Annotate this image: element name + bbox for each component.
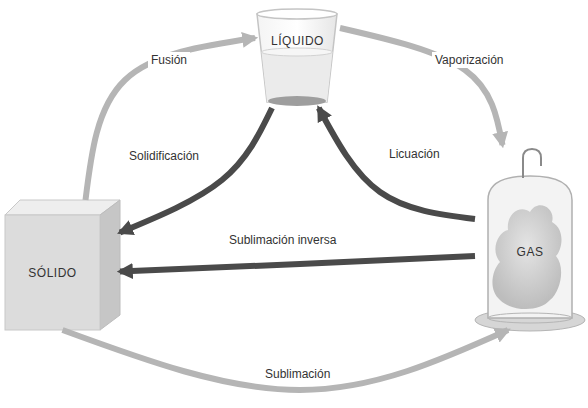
state-change-arrow [120,108,272,233]
state-name: SÓLIDO [5,266,100,280]
gas-jar [475,149,585,331]
process-label: Sublimación inversa [226,232,339,248]
state-change-arrow [340,28,503,145]
process-label: Licuación [386,146,443,162]
state-node: SÓLIDO [5,200,120,330]
state-name: GAS [475,245,585,259]
state-change-arrow [319,108,475,219]
state-change-arrow [63,330,509,390]
process-label: Solidificación [126,148,202,164]
beaker-figure [257,9,337,106]
state-node: GAS [475,145,585,330]
process-label: Vaporización [432,52,506,68]
state-name: LÍQUIDO [255,34,340,48]
state-change-arrow [120,256,475,272]
state-node: LÍQUIDO [255,8,340,108]
process-label: Fusión [148,52,190,68]
process-label: Sublimación [262,366,333,382]
solid-cube [5,200,120,330]
